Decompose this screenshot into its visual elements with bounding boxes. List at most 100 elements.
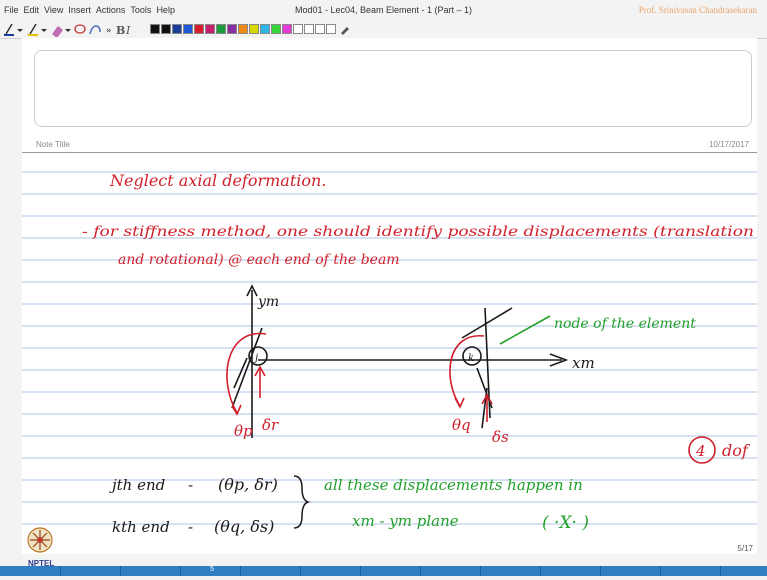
node-k-hatch-2: [481, 387, 488, 429]
delta-s-arrowhead-icon: [481, 393, 493, 405]
color-picker-icon[interactable]: [339, 23, 351, 35]
window-title: Mod01 - Lec04, Beam Element - 1 (Part – …: [294, 5, 473, 15]
pair-k: (θq, δs): [214, 517, 274, 536]
node-pointer-line: [499, 315, 551, 345]
label-dof-number: 4: [695, 442, 706, 460]
color-swatch-blue[interactable]: [172, 24, 182, 34]
bar-cell: [360, 566, 361, 576]
note-title-label: Note Title: [36, 140, 70, 149]
menu-list: File Edit View Insert Actions Tools Help: [4, 5, 175, 15]
bold-icon[interactable]: B: [116, 24, 125, 37]
label-jth-end: jth end: [109, 476, 165, 494]
nptel-logo: NPTEL: [27, 527, 54, 568]
handwritten-canvas: Neglect axial deformation. - for stiffne…: [22, 171, 757, 536]
note-title-box[interactable]: [34, 50, 752, 127]
dof-circle: [688, 436, 716, 464]
theta-p-arrowhead-icon: [231, 404, 242, 416]
menu-help[interactable]: Help: [156, 5, 175, 15]
node-k-circle: [462, 346, 482, 366]
bottom-bar: 5: [0, 566, 767, 576]
beam-diagram: [231, 284, 569, 438]
color-swatch-white-4[interactable]: [326, 24, 336, 34]
color-swatch-purple[interactable]: [227, 24, 237, 34]
bar-cell: [540, 566, 541, 576]
bar-cell: [240, 566, 241, 576]
color-swatch-yellow[interactable]: [249, 24, 259, 34]
bar-cell: [120, 566, 121, 576]
label-kth-end: kth end: [112, 518, 170, 536]
menu-file[interactable]: File: [4, 5, 19, 15]
title-separator: [22, 152, 757, 153]
bar-cell: [420, 566, 421, 576]
theta-q-arc-icon: [449, 335, 485, 407]
green-line-1: all these displacements happen in: [324, 476, 583, 494]
eraser-tool-icon[interactable]: [52, 26, 63, 37]
color-swatch-red[interactable]: [194, 24, 204, 34]
color-swatch-magenta[interactable]: [205, 24, 215, 34]
label-delta-s: δs: [492, 428, 509, 446]
label-xm: xm: [572, 354, 595, 372]
svg-text:NPTEL: NPTEL: [28, 559, 54, 568]
color-swatch-white[interactable]: [293, 24, 303, 34]
menu-tools[interactable]: Tools: [130, 5, 152, 15]
label-node-of-element: node of the element: [554, 316, 696, 332]
label-ym: ym: [257, 294, 279, 310]
green-line-3: ( ·X· ): [542, 513, 589, 533]
color-swatch-green[interactable]: [216, 24, 226, 34]
color-swatch-cyan[interactable]: [260, 24, 270, 34]
bar-cell: [480, 566, 481, 576]
highlighter-tool-icon[interactable]: [28, 23, 38, 36]
pair-j: (θp, δr): [218, 475, 278, 494]
bar-cell: [600, 566, 601, 576]
dash-2: -: [188, 518, 193, 536]
red-notes: Neglect axial deformation. - for stiffne…: [82, 171, 754, 268]
color-swatch-black-2[interactable]: [161, 24, 171, 34]
node-k-hatch-1: [476, 367, 493, 409]
bar-cell: [60, 566, 61, 576]
lasso-tool-icon[interactable]: [74, 24, 86, 34]
svg-text:I: I: [125, 24, 131, 37]
pen-dropdown-icon[interactable]: [17, 29, 23, 32]
y-axis-arrow-icon: [246, 284, 258, 297]
eraser-dropdown-icon[interactable]: [65, 29, 71, 32]
node-j-circle: [248, 346, 268, 366]
note-date: 10/17/2017: [708, 140, 749, 149]
highlighter-dropdown-icon[interactable]: [41, 29, 47, 32]
green-line-2: xm - ym plane: [352, 512, 459, 530]
italic-icon[interactable]: I: [125, 24, 131, 37]
more-tools-icon[interactable]: »: [106, 26, 112, 36]
color-swatch-orange[interactable]: [238, 24, 248, 34]
bar-cell: [180, 566, 181, 576]
node-j-hatch-2: [233, 357, 248, 389]
menu-actions[interactable]: Actions: [95, 5, 126, 15]
page-number: 5/17: [737, 544, 753, 553]
hand-tool-icon[interactable]: [89, 25, 101, 35]
color-swatch-blue-2[interactable]: [183, 24, 193, 34]
tool-icons: » B I: [4, 23, 131, 37]
menu-insert[interactable]: Insert: [68, 5, 91, 15]
green-notes: all these displacements happen in xm - y…: [324, 476, 589, 533]
author-name: Prof. Srinivasan Chandrasekaran: [638, 5, 757, 15]
note-page[interactable]: Note Title 10/17/2017 Neglect axial defo…: [22, 38, 757, 568]
color-swatch-white-3[interactable]: [315, 24, 325, 34]
label-dof: dof: [722, 441, 751, 460]
note-line-2: - for stiffness method, one should ident…: [82, 224, 754, 240]
note-line-3: and rotational) @ each end of the beam: [118, 252, 400, 268]
color-swatch-white-2[interactable]: [304, 24, 314, 34]
bottom-label: 5: [210, 566, 214, 573]
ruled-lines: [22, 171, 757, 525]
pen-tool-icon[interactable]: [4, 23, 14, 36]
node-j-hatch-1: [231, 327, 263, 409]
svg-text:»: »: [106, 26, 112, 36]
theta-q-arrowhead-icon: [454, 397, 465, 409]
dash-1: -: [188, 476, 193, 494]
color-swatch-black[interactable]: [150, 24, 160, 34]
color-swatch-pink[interactable]: [282, 24, 292, 34]
menu-view[interactable]: View: [44, 5, 64, 15]
menu-edit[interactable]: Edit: [23, 5, 40, 15]
menu-bar: File Edit View Insert Actions Tools Help…: [0, 0, 767, 20]
label-delta-r: δr: [262, 416, 279, 434]
curly-brace-icon: [293, 475, 311, 529]
color-swatch-lime[interactable]: [271, 24, 281, 34]
bar-cell: [300, 566, 301, 576]
